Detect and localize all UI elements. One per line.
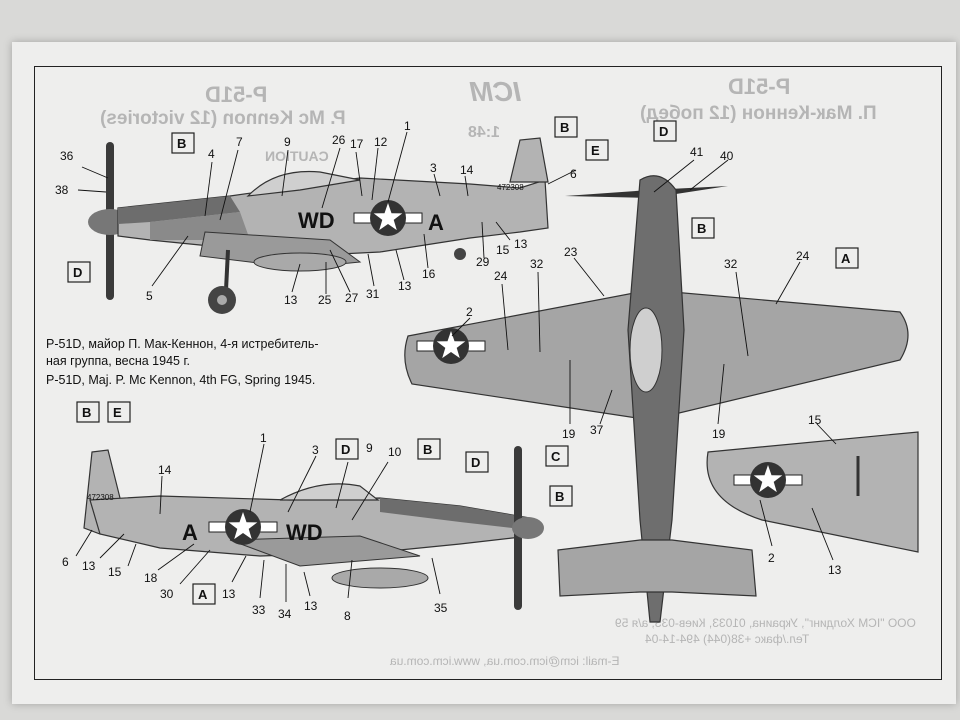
callout-24: 24: [494, 269, 508, 283]
decal-box-d-3: D: [335, 438, 359, 460]
callout-23: 23: [564, 245, 578, 259]
callout-13e: 13: [82, 559, 96, 573]
decal-box-label: D: [73, 265, 82, 280]
callout-35: 35: [434, 601, 448, 615]
decal-box-label: B: [423, 442, 432, 457]
callout-9b: 9: [366, 441, 373, 455]
decal-box-b-4: B: [76, 401, 100, 423]
callout-14b: 14: [158, 463, 172, 477]
callout-13b: 13: [398, 279, 412, 293]
callout-9: 9: [284, 135, 291, 149]
callout-3b: 3: [312, 443, 319, 457]
callout-29: 29: [476, 255, 490, 269]
decal-box-a-1: A: [835, 247, 859, 269]
decal-box-e-1: E: [585, 139, 609, 161]
callout-40: 40: [720, 149, 734, 163]
decal-box-label: C: [551, 449, 561, 464]
decal-box-d-2: D: [67, 261, 91, 283]
callout-4: 4: [208, 147, 215, 161]
callout-31: 31: [366, 287, 380, 301]
callout-7: 7: [236, 135, 243, 149]
right-profile-serial: 472308: [87, 493, 114, 502]
callout-38: 38: [55, 183, 69, 197]
callout-32: 32: [530, 257, 544, 271]
callout-1b: 1: [260, 431, 267, 445]
decal-box-label: E: [591, 143, 600, 158]
callout-27: 27: [345, 291, 359, 305]
decal-box-label: B: [555, 489, 564, 504]
callout-10: 10: [388, 445, 402, 459]
callout-18: 18: [144, 571, 158, 585]
decal-box-b-3: B: [691, 217, 715, 239]
callout-2: 2: [466, 305, 473, 319]
decal-box-label: B: [560, 120, 569, 135]
callout-3: 3: [430, 161, 437, 175]
decal-box-label: B: [82, 405, 91, 420]
caption-ru-line-2: ная группа, весна 1945 г.: [46, 354, 190, 368]
decal-box-b-2: B: [554, 116, 578, 138]
callout-33: 33: [252, 603, 266, 617]
decal-box-b-5: B: [417, 438, 441, 460]
decal-box-label: D: [341, 442, 350, 457]
callout-13: 13: [284, 293, 298, 307]
callout-25: 25: [318, 293, 332, 307]
decal-box-label: B: [177, 136, 186, 151]
callout-5: 5: [146, 289, 153, 303]
callout-leaders: [75, 131, 837, 602]
right-profile-aircraft: A WD 472308: [83, 446, 544, 610]
callout-13c: 13: [514, 237, 528, 251]
left-profile-code-a: A: [428, 210, 444, 235]
callout-37: 37: [590, 423, 604, 437]
callout-34: 34: [278, 607, 292, 621]
decal-box-d-4: D: [465, 451, 489, 473]
callout-8: 8: [344, 609, 351, 623]
callout-numbers: 36 38 4 7 9 26 17 12 1 3 14 5 13 25 27 3…: [55, 119, 842, 623]
caption-ru-line-1: P-51D, майор П. Мак-Кеннон, 4-я истребит…: [46, 337, 319, 351]
callout-24b: 24: [796, 249, 810, 263]
callout-13d: 13: [828, 563, 842, 577]
callout-1: 1: [404, 119, 411, 133]
callout-15: 15: [496, 243, 510, 257]
callout-19: 19: [562, 427, 576, 441]
decal-box-label: A: [841, 251, 851, 266]
callout-13g: 13: [304, 599, 318, 613]
wing-underside-detail: [706, 431, 919, 553]
left-profile-aircraft: WD A 472308: [88, 137, 549, 314]
left-profile-code-wd: WD: [298, 208, 335, 233]
top-view-aircraft: [404, 175, 909, 623]
decal-box-e-2: E: [107, 401, 131, 423]
callout-12: 12: [374, 135, 388, 149]
callout-2b: 2: [768, 551, 775, 565]
callout-14: 14: [460, 163, 474, 177]
decal-box-label: A: [198, 587, 208, 602]
callout-6: 6: [570, 167, 577, 181]
left-profile-serial: 472308: [497, 183, 524, 192]
callout-13f: 13: [222, 587, 236, 601]
callout-36: 36: [60, 149, 74, 163]
callout-32b: 32: [724, 257, 738, 271]
callout-15b: 15: [808, 413, 822, 427]
callout-26: 26: [332, 133, 346, 147]
right-profile-code-a: A: [182, 520, 198, 545]
callout-19b: 19: [712, 427, 726, 441]
callout-6b: 6: [62, 555, 69, 569]
decal-box-b-6: B: [549, 485, 573, 507]
decal-box-label: D: [471, 455, 480, 470]
right-profile-code-wd: WD: [286, 520, 323, 545]
page-frame: [34, 66, 942, 680]
decal-box-label: B: [697, 221, 706, 236]
decal-box-label: D: [659, 124, 668, 139]
decal-box-d-1: D: [653, 120, 677, 142]
callout-17: 17: [350, 137, 364, 151]
decal-box-c-1: C: [545, 445, 569, 467]
callout-41: 41: [690, 145, 704, 159]
decal-box-label: E: [113, 405, 122, 420]
callout-30: 30: [160, 587, 174, 601]
callout-15c: 15: [108, 565, 122, 579]
decal-box-a-2: A: [192, 583, 216, 605]
callout-16: 16: [422, 267, 436, 281]
decal-box-b-1: B: [171, 132, 195, 154]
caption-en: P-51D, Maj. P. Mc Kennon, 4th FG, Spring…: [46, 373, 316, 387]
